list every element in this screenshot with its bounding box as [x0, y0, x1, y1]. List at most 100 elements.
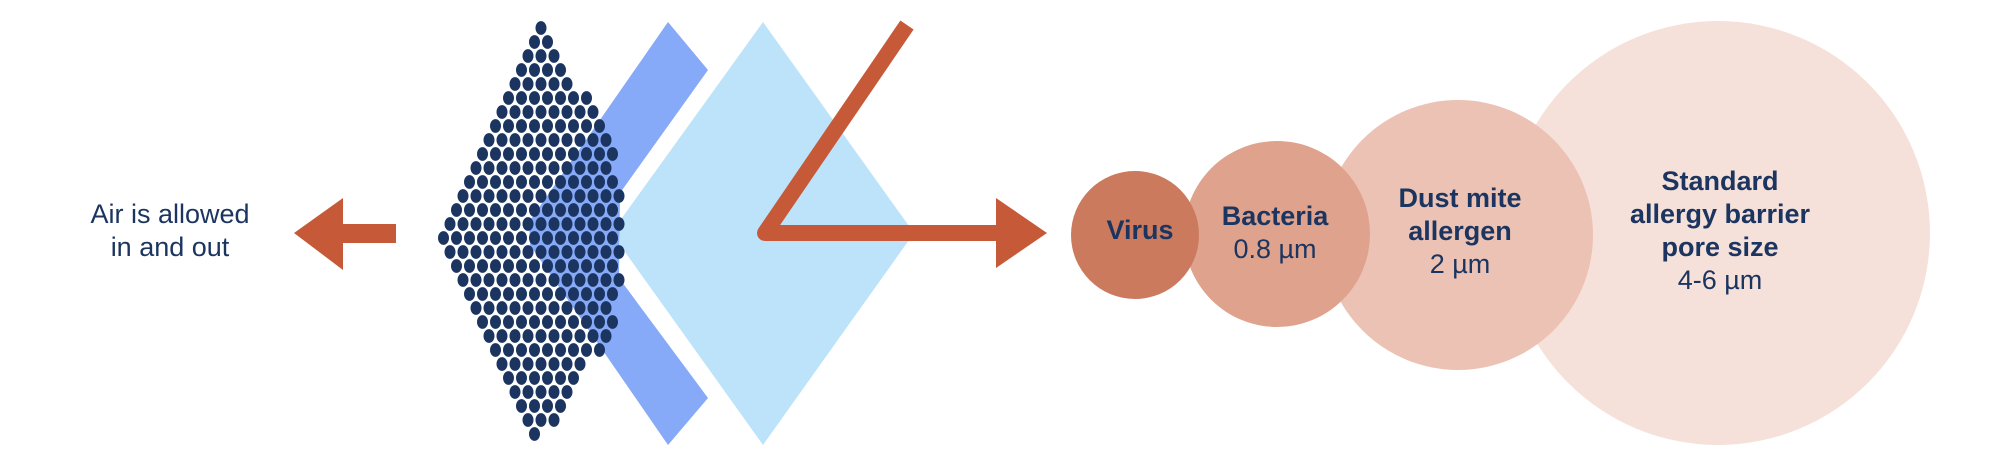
- mesh-dot: [535, 189, 547, 203]
- mesh-dot: [522, 245, 534, 259]
- mesh-dot: [568, 203, 579, 217]
- mesh-dot: [457, 273, 469, 287]
- mesh-dot: [496, 329, 508, 343]
- mesh-dot: [548, 49, 560, 63]
- mesh-dot: [548, 161, 560, 175]
- mesh-dot: [490, 315, 501, 329]
- dust-mite-name-line2: allergen: [1408, 216, 1512, 246]
- mesh-dot: [451, 203, 462, 217]
- mesh-dot: [581, 119, 592, 133]
- mesh-dot: [516, 287, 527, 301]
- mesh-dot: [535, 161, 547, 175]
- mesh-dot: [607, 287, 618, 301]
- mesh-dot: [542, 315, 553, 329]
- mesh-dot: [542, 119, 553, 133]
- mesh-dot: [529, 287, 540, 301]
- mesh-dot: [535, 217, 547, 231]
- mesh-dot: [464, 231, 475, 245]
- mesh-dot: [522, 189, 534, 203]
- mesh-dot: [509, 217, 521, 231]
- mesh-dot: [613, 245, 625, 259]
- mesh-dot: [613, 189, 625, 203]
- mesh-dot: [600, 301, 612, 315]
- bacteria-circle: [1184, 141, 1370, 327]
- mesh-dot: [529, 427, 540, 441]
- mesh-dot: [529, 315, 540, 329]
- mesh-dot: [607, 147, 618, 161]
- mesh-dot: [516, 371, 527, 385]
- mesh-dot: [516, 315, 527, 329]
- mesh-dot: [574, 217, 586, 231]
- mesh-dot: [535, 21, 547, 35]
- mesh-dot: [509, 273, 521, 287]
- mesh-dot: [509, 133, 521, 147]
- mesh-dot: [535, 273, 547, 287]
- mesh-dot: [503, 231, 514, 245]
- mesh-dot: [542, 35, 553, 49]
- mesh-dot: [522, 357, 534, 371]
- mesh-dot: [561, 189, 573, 203]
- mesh-dot: [516, 259, 527, 273]
- mesh-dot: [594, 119, 605, 133]
- mesh-dot: [451, 259, 462, 273]
- mesh-dot: [555, 147, 566, 161]
- mesh-dot: [568, 231, 579, 245]
- mesh-dot: [490, 287, 501, 301]
- mesh-dot: [600, 133, 612, 147]
- mesh-dot: [509, 189, 521, 203]
- mesh-dot: [535, 245, 547, 259]
- mesh-dot: [516, 231, 527, 245]
- mesh-dot: [522, 133, 534, 147]
- mesh-dot: [496, 105, 508, 119]
- pore-size-value: 4-6 µm: [1677, 265, 1763, 295]
- mesh-dot: [535, 357, 547, 371]
- mesh-dot: [483, 329, 495, 343]
- mesh-dot: [587, 301, 599, 315]
- mesh-dot: [457, 189, 469, 203]
- mesh-dot: [555, 119, 566, 133]
- mesh-dot: [503, 287, 514, 301]
- right-arrowhead: [996, 198, 1047, 268]
- mesh-dot: [490, 203, 501, 217]
- mesh-dot: [542, 399, 553, 413]
- mesh-dot: [561, 245, 573, 259]
- mesh-dot: [464, 287, 475, 301]
- pore-name-line2: allergy barrier: [1629, 199, 1811, 229]
- mesh-dot: [490, 147, 501, 161]
- mesh-dot: [483, 301, 495, 315]
- mesh-dot: [607, 231, 618, 245]
- mesh-dot: [594, 147, 605, 161]
- mesh-dot: [522, 301, 534, 315]
- mesh-dot: [548, 133, 560, 147]
- mesh-dot: [548, 245, 560, 259]
- mesh-dot: [522, 105, 534, 119]
- mesh-dot: [496, 161, 508, 175]
- mesh-dot: [568, 259, 579, 273]
- mesh-dot: [503, 91, 514, 105]
- mesh-dot: [568, 287, 579, 301]
- mesh-dot: [574, 105, 586, 119]
- mesh-dot: [581, 259, 592, 273]
- mesh-dot: [529, 203, 540, 217]
- mesh-dot: [503, 315, 514, 329]
- mesh-dot: [594, 259, 605, 273]
- mesh-dot: [483, 217, 495, 231]
- mesh-dot: [568, 147, 579, 161]
- mesh-dot: [470, 273, 482, 287]
- mesh-dot: [600, 329, 612, 343]
- mesh-dot: [503, 203, 514, 217]
- mesh-dot: [522, 273, 534, 287]
- mesh-dot: [607, 259, 618, 273]
- mesh-dot: [444, 245, 456, 259]
- mesh-dot: [587, 273, 599, 287]
- mesh-dot: [503, 175, 514, 189]
- mesh-dot: [600, 189, 612, 203]
- mesh-dot: [477, 231, 488, 245]
- mesh-dot: [574, 161, 586, 175]
- airflow-label-line1: Air is allowed: [90, 199, 250, 229]
- fabric-layer-dark: [529, 22, 708, 445]
- mesh-dot: [581, 287, 592, 301]
- mesh-dot: [594, 343, 605, 357]
